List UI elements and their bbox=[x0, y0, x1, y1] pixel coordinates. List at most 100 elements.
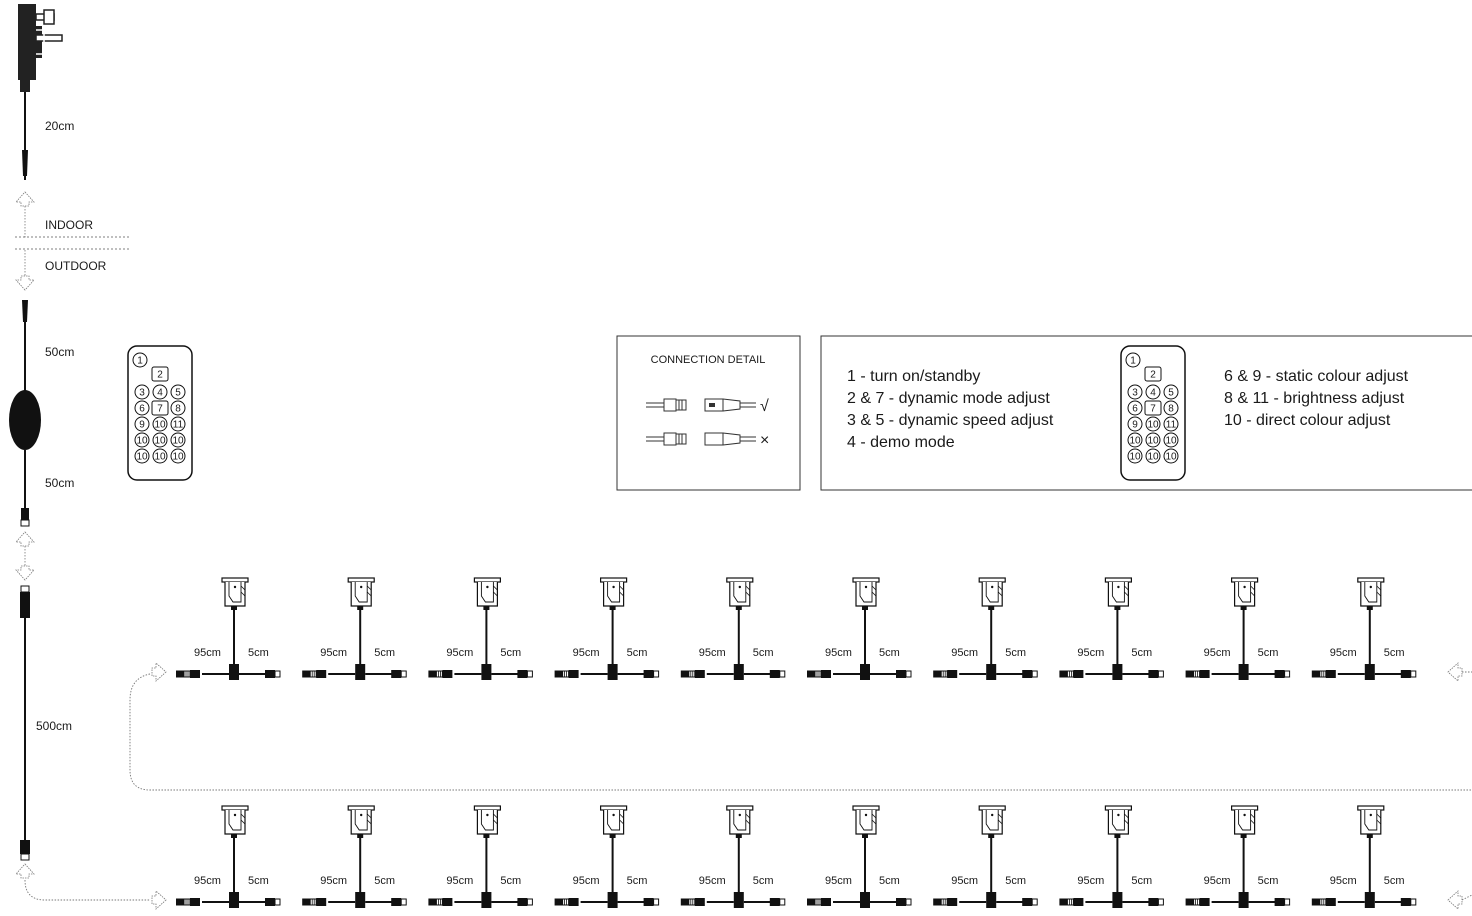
legend-item-1: 1 - turn on/standby bbox=[847, 368, 980, 385]
svg-text:7: 7 bbox=[1150, 404, 1156, 415]
arrow-down-icon bbox=[15, 275, 35, 291]
remote-key: 2 bbox=[151, 366, 169, 382]
svg-text:10: 10 bbox=[172, 436, 184, 447]
svg-text:1: 1 bbox=[1130, 356, 1136, 367]
wrong-connection: × bbox=[646, 432, 769, 449]
remote-key: 10 bbox=[1127, 448, 1143, 464]
long-lead-label: 95cm bbox=[699, 875, 726, 887]
short-lead-label: 5cm bbox=[879, 647, 900, 659]
remote-key: 10 bbox=[1163, 448, 1179, 464]
remote-key: 10 bbox=[134, 432, 150, 448]
svg-text:11: 11 bbox=[1166, 420, 1177, 431]
long-lead-label: 95cm bbox=[825, 875, 852, 887]
remote-key: 10 bbox=[1127, 432, 1143, 448]
remote-key: 10 bbox=[170, 448, 186, 464]
short-lead-label: 5cm bbox=[627, 875, 648, 887]
remote-key: 10 bbox=[152, 432, 168, 448]
remote-key: 7 bbox=[151, 400, 169, 416]
arrow-up-icon bbox=[15, 191, 35, 207]
long-lead-label: 95cm bbox=[825, 647, 852, 659]
short-lead-label: 5cm bbox=[500, 647, 521, 659]
svg-text:2: 2 bbox=[157, 370, 163, 381]
short-lead-label: 5cm bbox=[374, 647, 395, 659]
short-lead-label: 5cm bbox=[753, 875, 774, 887]
remote-key: 10 bbox=[170, 432, 186, 448]
remote-key: 4 bbox=[152, 384, 168, 400]
svg-text:10: 10 bbox=[154, 420, 166, 431]
short-lead-label: 5cm bbox=[248, 875, 269, 887]
long-lead-label: 95cm bbox=[320, 647, 347, 659]
svg-text:10: 10 bbox=[1147, 452, 1159, 463]
short-lead-label: 5cm bbox=[1131, 875, 1152, 887]
long-lead-label: 95cm bbox=[1204, 875, 1231, 887]
connection-detail-title: CONNECTION DETAIL bbox=[651, 354, 766, 366]
remote-key: 11 bbox=[170, 416, 186, 432]
svg-text:8: 8 bbox=[1168, 404, 1174, 415]
svg-text:5: 5 bbox=[175, 388, 181, 399]
svg-text:9: 9 bbox=[1132, 420, 1138, 431]
svg-text:10: 10 bbox=[1165, 452, 1177, 463]
connection-detail-panel: CONNECTION DETAIL √ × bbox=[616, 335, 801, 491]
remote-key: 2 bbox=[1144, 366, 1162, 382]
legend-item-2: 2 & 7 - dynamic mode adjust bbox=[847, 390, 1050, 407]
ir-controller bbox=[9, 390, 41, 450]
remote-key: 4 bbox=[1145, 384, 1161, 400]
svg-text:10: 10 bbox=[1147, 420, 1159, 431]
svg-text:1: 1 bbox=[137, 356, 143, 367]
remote-key: 10 bbox=[1145, 432, 1161, 448]
arrow-down-icon bbox=[15, 565, 35, 581]
svg-text:11: 11 bbox=[173, 420, 184, 431]
extension-label: 500cm bbox=[36, 719, 72, 733]
arrow-right-icon bbox=[151, 662, 167, 682]
long-lead-label: 95cm bbox=[194, 875, 221, 887]
legend-item-6: 8 & 11 - brightness adjust bbox=[1224, 390, 1405, 407]
check-mark-icon: √ bbox=[760, 398, 769, 415]
adapter-cable-label: 20cm bbox=[45, 119, 74, 133]
remote-key: 9 bbox=[1127, 416, 1143, 432]
arrow-up-icon bbox=[15, 531, 35, 547]
svg-text:4: 4 bbox=[1150, 388, 1156, 399]
svg-text:10: 10 bbox=[1129, 452, 1141, 463]
link-to-row-2 bbox=[24, 879, 150, 901]
deck-light-unit: 95cm 5cm bbox=[933, 578, 1037, 680]
short-lead-label: 5cm bbox=[1131, 647, 1152, 659]
svg-text:3: 3 bbox=[1132, 388, 1138, 399]
remote-key: 5 bbox=[1163, 384, 1179, 400]
long-lead-label: 95cm bbox=[1204, 647, 1231, 659]
short-lead-label: 5cm bbox=[753, 647, 774, 659]
deck-light-unit: 95cm 5cm bbox=[807, 578, 911, 680]
legend-item-5: 6 & 9 - static colour adjust bbox=[1224, 368, 1409, 385]
svg-text:10: 10 bbox=[1129, 436, 1141, 447]
remote-key: 6 bbox=[1127, 400, 1143, 416]
deck-light-unit: 95cm 5cm bbox=[176, 806, 280, 908]
remote-legend-panel: 1 - turn on/standby 2 & 7 - dynamic mode… bbox=[820, 335, 1472, 491]
outdoor-label: OUTDOOR bbox=[45, 259, 107, 273]
svg-text:7: 7 bbox=[157, 404, 163, 415]
correct-connection: √ bbox=[646, 398, 769, 415]
short-lead-label: 5cm bbox=[1005, 875, 1026, 887]
svg-text:2: 2 bbox=[1150, 370, 1156, 381]
long-lead-label: 95cm bbox=[951, 647, 978, 659]
long-lead-label: 95cm bbox=[1330, 875, 1357, 887]
short-lead-label: 5cm bbox=[1005, 647, 1026, 659]
svg-text:10: 10 bbox=[136, 436, 148, 447]
remote-key: 3 bbox=[1127, 384, 1143, 400]
short-lead-label: 5cm bbox=[1384, 647, 1405, 659]
controller-input-plug bbox=[22, 300, 28, 322]
svg-text:6: 6 bbox=[1132, 404, 1138, 415]
